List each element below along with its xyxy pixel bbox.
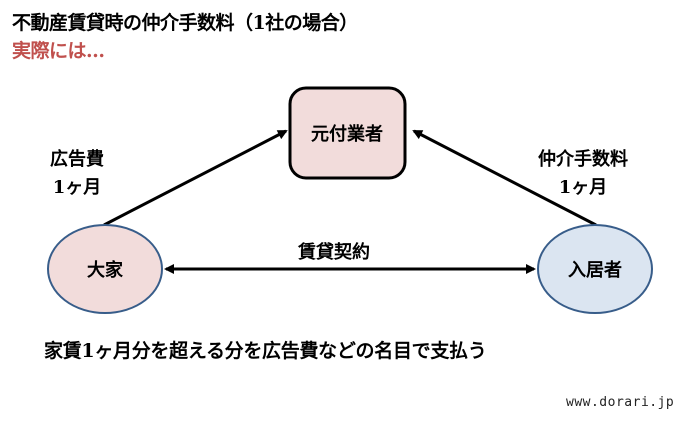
edge-label-ad-fee-line1: 広告費 xyxy=(50,149,104,170)
watermark: www.dorari.jp xyxy=(566,395,675,410)
node-tenant: 入居者 xyxy=(537,224,653,314)
node-landlord-ellipse xyxy=(47,224,163,314)
node-agent-label: 元付業者 xyxy=(311,123,383,145)
edge-label-lease-contract: 賃貸契約 xyxy=(298,242,370,263)
arrow-tenant-to-agent xyxy=(412,129,597,227)
node-agent: 元付業者 xyxy=(288,86,407,180)
edge-label-commission: 仲介手数料 1ヶ月 xyxy=(538,146,628,202)
diagram-subtitle: 実際には… xyxy=(12,40,105,62)
footnote: 家賃1ヶ月分を超える分を広告費などの名目で支払う xyxy=(44,340,487,362)
node-tenant-ellipse xyxy=(537,224,653,314)
edge-label-commission-line2: 1ヶ月 xyxy=(558,177,608,198)
diagram-title: 不動産賃貸時の仲介手数料（1社の場合） xyxy=(12,12,358,34)
node-landlord: 大家 xyxy=(47,224,163,314)
edge-label-ad-fee-line2: 1ヶ月 xyxy=(52,177,102,198)
node-tenant-label: 入居者 xyxy=(568,260,622,281)
edge-label-commission-line1: 仲介手数料 xyxy=(538,149,628,170)
arrow-landlord-to-agent xyxy=(103,129,288,227)
node-landlord-label: 大家 xyxy=(87,259,124,281)
edge-label-ad-fee: 広告費 1ヶ月 xyxy=(50,146,104,202)
node-agent-box xyxy=(288,86,407,180)
